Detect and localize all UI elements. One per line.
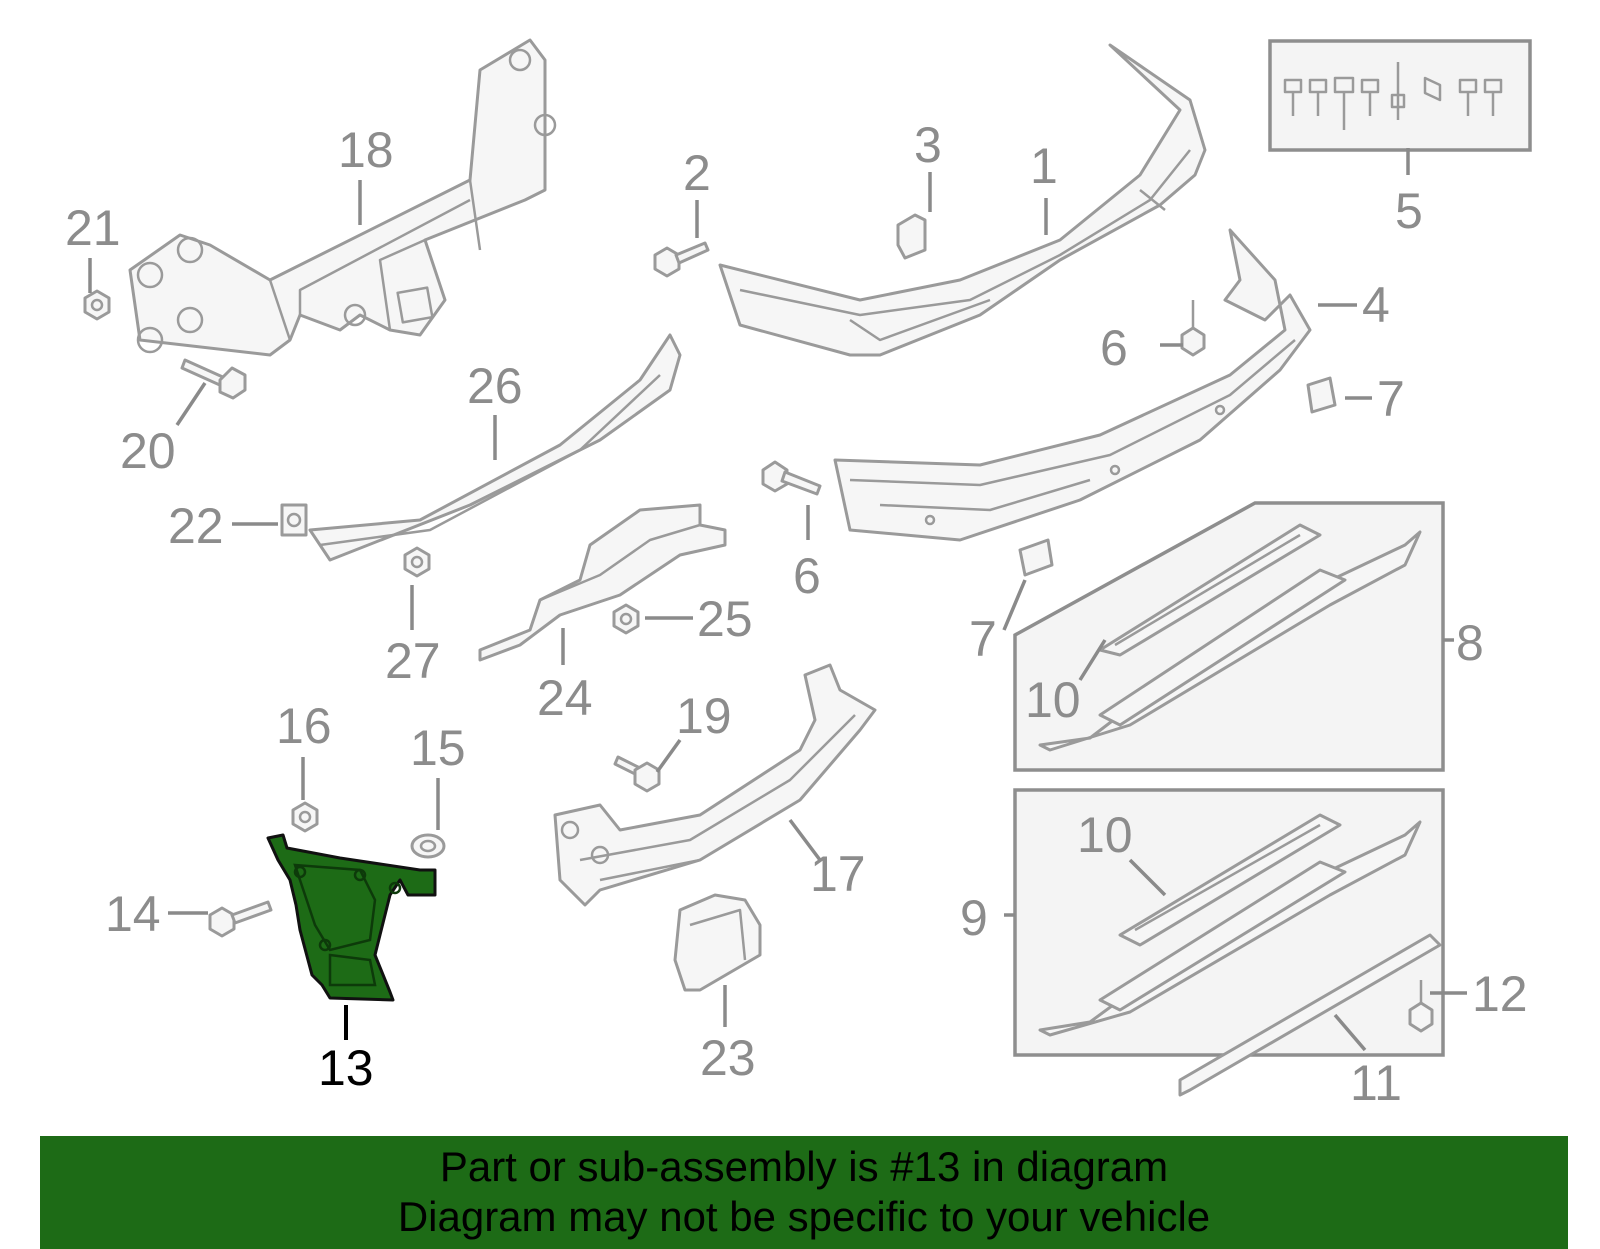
callout-8: 8	[1456, 615, 1484, 671]
part-15-grommet	[410, 833, 446, 859]
part-26-reinforcement	[308, 333, 682, 562]
callout-20: 20	[120, 423, 176, 479]
part-22-clip	[280, 503, 308, 537]
callout-10-upper: 10	[1025, 672, 1081, 728]
part-21-nut	[83, 289, 111, 321]
callout-2: 2	[683, 145, 711, 201]
banner-line-1: Part or sub-assembly is #13 in diagram	[439, 1143, 1169, 1190]
part-23-guide	[673, 893, 762, 992]
callout-6-lower: 6	[793, 548, 821, 604]
callout-5: 5	[1395, 183, 1423, 239]
part-1-bumper-cover	[718, 43, 1207, 357]
part-2-bolt	[653, 241, 710, 278]
part-27-nut	[403, 546, 431, 578]
callout-labels: 1 2 3 4 5 6 6 7 7 8 9 10 10 11 12 13 14 …	[65, 117, 1528, 1111]
callout-21: 21	[65, 200, 121, 256]
callout-23: 23	[700, 1030, 756, 1086]
callout-18: 18	[338, 122, 394, 178]
part-6-bolt-lower	[761, 460, 822, 496]
callout-9: 9	[960, 890, 988, 946]
callout-10-lower: 10	[1077, 807, 1133, 863]
part-8-assembly-box	[1013, 501, 1445, 772]
leader-lines	[88, 148, 1467, 1052]
callout-3: 3	[914, 117, 942, 173]
part-11-trim-strip	[1178, 933, 1442, 1097]
part-9-assembly-box	[1013, 788, 1445, 1057]
part-5-hardware-kit	[1268, 39, 1532, 152]
part-12-bolt	[1408, 980, 1434, 1033]
info-banner: Part or sub-assembly is #13 in diagram D…	[40, 1136, 1568, 1249]
part-14-bolt	[208, 900, 273, 938]
callout-24: 24	[537, 670, 593, 726]
callout-14: 14	[105, 886, 161, 942]
part-19-bolt	[613, 755, 661, 793]
callout-6-upper: 6	[1100, 320, 1128, 376]
callout-4: 4	[1362, 277, 1390, 333]
part-20-bolt	[180, 358, 247, 400]
callout-17: 17	[810, 846, 866, 902]
callout-19: 19	[676, 688, 732, 744]
part-7-clip-upper	[1306, 376, 1337, 414]
part-18-hitch	[128, 38, 557, 357]
callout-22: 22	[168, 498, 224, 554]
part-16-nut	[291, 801, 319, 833]
callout-11: 11	[1350, 1055, 1402, 1111]
callout-13: 13	[318, 1040, 374, 1096]
callout-27: 27	[385, 633, 441, 689]
part-24-bracket	[478, 503, 727, 662]
callout-25: 25	[697, 591, 753, 647]
part-7-clip-lower	[1018, 538, 1054, 577]
part-13-bracket-highlighted	[266, 833, 437, 1002]
part-3-clip	[896, 213, 927, 260]
part-4-bumper-lower	[833, 228, 1312, 542]
callout-12: 12	[1472, 966, 1528, 1022]
callout-7-lower: 7	[969, 611, 997, 667]
callout-26: 26	[467, 358, 523, 414]
callout-16: 16	[276, 698, 332, 754]
callout-7-upper: 7	[1377, 371, 1405, 427]
callout-1: 1	[1030, 138, 1058, 194]
part-25-nut	[612, 603, 640, 635]
banner-line-2: Diagram may not be specific to your vehi…	[397, 1193, 1211, 1240]
callout-15: 15	[410, 720, 466, 776]
part-17-impact-bar	[553, 663, 877, 907]
part-6-bolt-upper	[1180, 300, 1206, 357]
